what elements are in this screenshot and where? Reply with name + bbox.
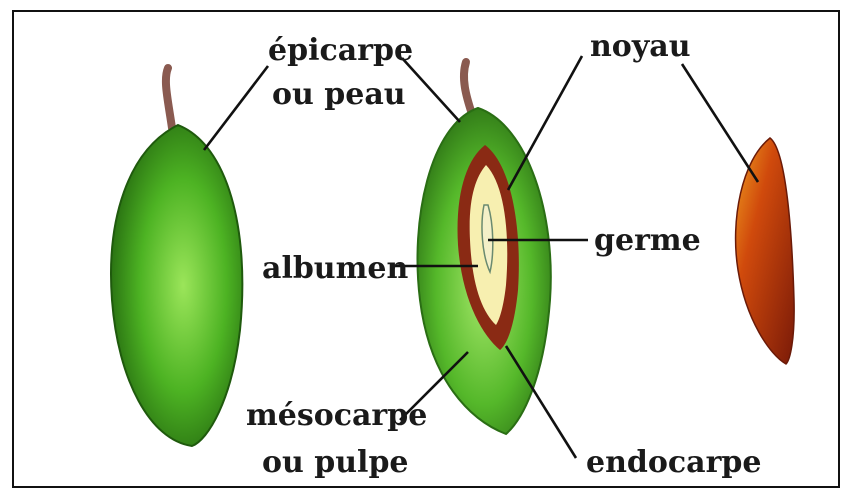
kernel-body: [736, 138, 795, 364]
whole-fruit-body: [111, 125, 242, 446]
whole-fruit-stem: [166, 68, 172, 128]
cut-fruit-stem: [464, 62, 472, 114]
label-endocarpe: endocarpe: [586, 445, 761, 480]
label-germe: germe: [594, 223, 701, 258]
label-mesocarpe-line1: mésocarpe: [246, 398, 427, 433]
leader-noyau-left: [508, 56, 582, 190]
leader-epicarpe-left: [204, 66, 268, 150]
label-epicarpe-line1: épicarpe: [268, 33, 413, 68]
label-noyau: noyau: [590, 29, 691, 64]
leader-noyau-right: [682, 64, 758, 182]
label-mesocarpe-line2: ou pulpe: [262, 445, 409, 480]
kernel-noyau: [736, 138, 795, 364]
label-albumen: albumen: [262, 251, 408, 286]
label-epicarpe-line2: ou peau: [272, 77, 406, 112]
cut-fruit: [417, 62, 550, 434]
